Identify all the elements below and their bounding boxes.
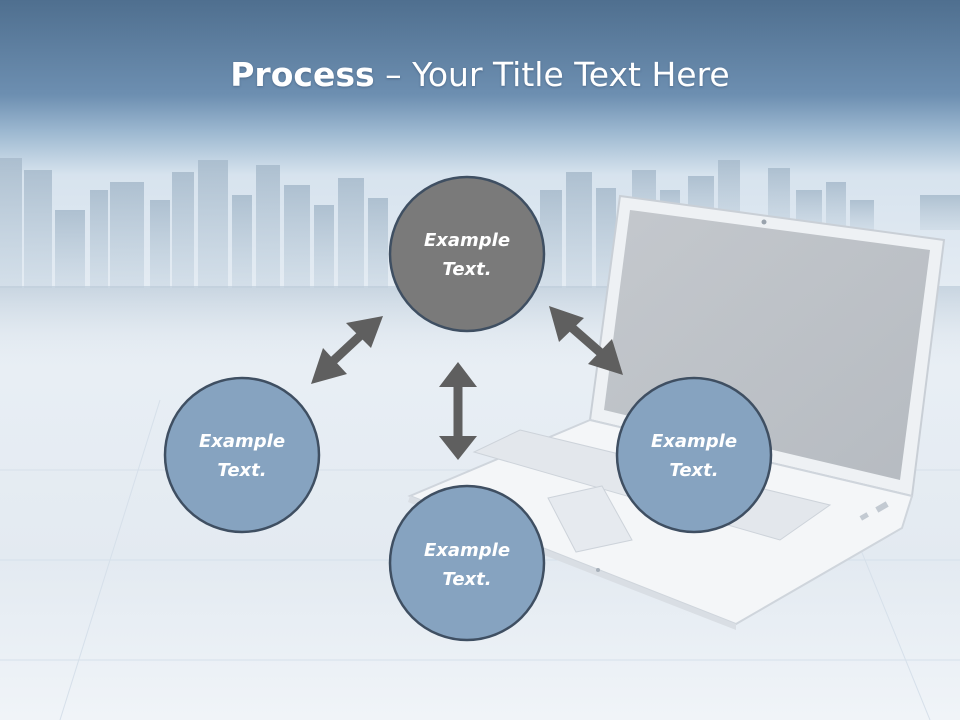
title-bold: Process xyxy=(230,55,375,94)
node-right-circle xyxy=(615,376,773,534)
node-left-line1: Example xyxy=(199,431,285,452)
slide-title: Process – Your Title Text Here xyxy=(0,52,960,98)
arrow-top-left-head-a xyxy=(346,316,383,348)
arrow-vertical xyxy=(439,362,477,460)
arrow-vertical-head-down xyxy=(439,436,477,460)
node-bottom-line1: Example xyxy=(424,540,510,561)
node-top-line1: Example xyxy=(424,230,510,251)
arrow-top-right xyxy=(549,306,623,375)
arrow-top-left-shaft xyxy=(328,330,366,366)
node-top: Example Text. xyxy=(388,175,546,333)
title-rest: Your Title Text Here xyxy=(412,55,730,94)
arrow-top-right-head-a xyxy=(549,306,584,342)
arrow-top-right-head-b xyxy=(588,339,623,375)
node-left: Example Text. xyxy=(163,376,321,534)
node-left-line2: Text. xyxy=(217,460,266,481)
node-right: Example Text. xyxy=(615,376,773,534)
arrow-top-left-head-b xyxy=(311,348,347,384)
node-bottom-line2: Text. xyxy=(442,569,491,590)
node-top-circle xyxy=(388,175,546,333)
node-bottom: Example Text. xyxy=(388,484,546,642)
arrow-vertical-head-up xyxy=(439,362,477,387)
arrow-top-right-shaft xyxy=(567,322,605,358)
node-bottom-circle xyxy=(388,484,546,642)
node-left-circle xyxy=(163,376,321,534)
node-right-line1: Example xyxy=(651,431,737,452)
arrow-top-left xyxy=(311,316,383,384)
node-right-line2: Text. xyxy=(669,460,718,481)
node-top-line2: Text. xyxy=(442,259,491,280)
title-separator: – xyxy=(374,55,413,94)
